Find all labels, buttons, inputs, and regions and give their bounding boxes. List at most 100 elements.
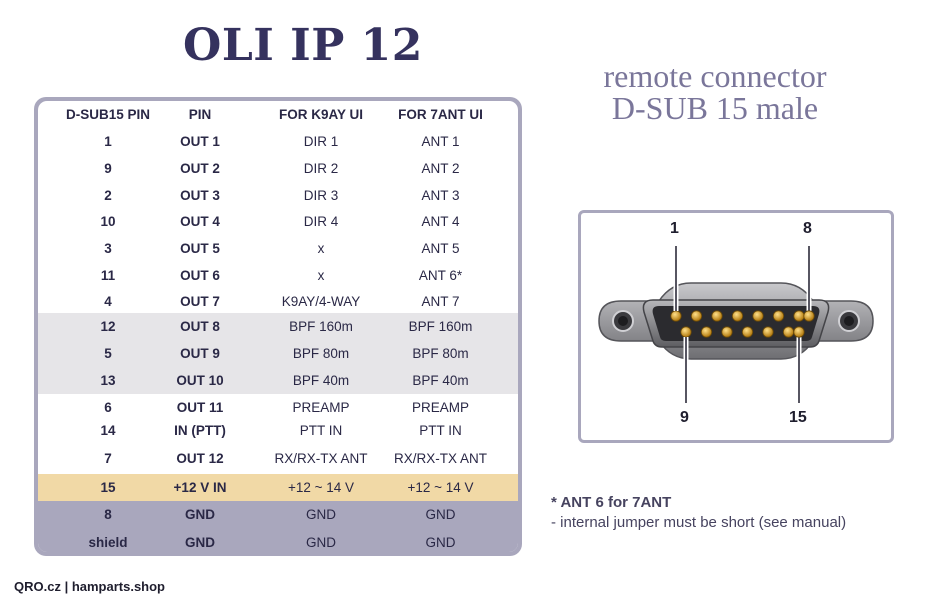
cell-7ant: GND bbox=[425, 534, 456, 550]
cell-7ant: ANT 1 bbox=[421, 134, 460, 149]
cell-dsub-pin: 10 bbox=[100, 214, 116, 229]
cell-k9ay: DIR 3 bbox=[303, 188, 339, 203]
subtitle-line-2: D-SUB 15 male bbox=[611, 90, 819, 126]
table-row: 6 OUT 11 PREAMP PREAMP bbox=[38, 394, 518, 421]
cell-dsub-pin: 8 bbox=[104, 507, 112, 522]
cell-k9ay: x bbox=[317, 268, 325, 283]
cell-7ant: ANT 7 bbox=[421, 294, 460, 309]
cell-dsub-pin: 1 bbox=[104, 134, 112, 149]
table-row: 12 OUT 8 BPF 160m BPF 160m bbox=[38, 313, 518, 340]
cell-k9ay: BPF 80m bbox=[292, 346, 350, 361]
pinout-table: D-SUB15 PIN PIN FOR K9AY UI FOR 7ANT UI … bbox=[38, 101, 518, 552]
cell-k9ay: PREAMP bbox=[292, 400, 350, 415]
cell-k9ay: BPF 160m bbox=[289, 319, 353, 334]
cell-7ant: ANT 5 bbox=[421, 241, 460, 256]
pin-label-1: 1 bbox=[670, 220, 679, 237]
connector-diagram: 1 8 9 15 bbox=[578, 210, 894, 443]
cell-pin: OUT 10 bbox=[176, 373, 224, 388]
table-row-ground: 8 GND GND GND bbox=[38, 501, 518, 528]
connector-subtitle: remote connector D-SUB 15 male bbox=[560, 60, 870, 124]
footer-credits: QRO.cz | hamparts.shop bbox=[14, 579, 165, 594]
cell-k9ay: K9AY/4-WAY bbox=[281, 294, 361, 309]
cell-pin: IN (PTT) bbox=[174, 423, 226, 438]
table-row: 13 OUT 10 BPF 40m BPF 40m bbox=[38, 367, 518, 394]
cell-pin: OUT 1 bbox=[180, 134, 220, 149]
cell-pin: OUT 9 bbox=[180, 346, 220, 361]
cell-dsub-pin: 6 bbox=[104, 400, 112, 415]
page-title: OLI IP 12 bbox=[183, 20, 423, 71]
table-row: 3 OUT 5 x ANT 5 bbox=[38, 235, 518, 262]
pin-label-9: 9 bbox=[680, 409, 689, 426]
footnote-line-2: - internal jumper must be short (see man… bbox=[551, 514, 847, 531]
table-header-row: D-SUB15 PIN PIN FOR K9AY UI FOR 7ANT UI bbox=[38, 101, 518, 128]
cell-7ant: ANT 4 bbox=[421, 214, 460, 229]
table-row: 7 OUT 12 RX/RX-TX ANT RX/RX-TX ANT bbox=[38, 445, 518, 472]
cell-pin: OUT 8 bbox=[180, 319, 220, 334]
cell-k9ay: GND bbox=[306, 507, 336, 522]
cell-pin: OUT 2 bbox=[180, 161, 220, 176]
cell-k9ay: GND bbox=[306, 534, 336, 550]
table-row: 9 OUT 2 DIR 2 ANT 2 bbox=[38, 155, 518, 182]
table-row: 5 OUT 9 BPF 80m BPF 80m bbox=[38, 340, 518, 367]
cell-k9ay: BPF 40m bbox=[292, 373, 350, 388]
cell-pin: OUT 5 bbox=[180, 241, 220, 256]
cell-dsub-pin: 14 bbox=[100, 423, 116, 438]
header-pin: PIN bbox=[188, 107, 212, 122]
table-row: 10 OUT 4 DIR 4 ANT 4 bbox=[38, 208, 518, 235]
cell-7ant: PTT IN bbox=[419, 423, 462, 438]
pin-label-15: 15 bbox=[789, 409, 807, 426]
pin-row-bottom bbox=[680, 326, 795, 338]
table-row: 1 OUT 1 DIR 1 ANT 1 bbox=[38, 128, 518, 155]
cell-k9ay: x bbox=[317, 241, 325, 256]
cell-pin: OUT 3 bbox=[180, 188, 220, 203]
cell-dsub-pin: 9 bbox=[104, 161, 112, 176]
footnote: * ANT 6 for 7ANT - internal jumper must … bbox=[551, 493, 846, 533]
cell-7ant: BPF 80m bbox=[412, 346, 469, 361]
cell-7ant: +12 ~ 14 V bbox=[407, 480, 474, 495]
table-row: 2 OUT 3 DIR 3 ANT 3 bbox=[38, 182, 518, 209]
cell-pin: GND bbox=[185, 534, 215, 550]
table-row-ground: shield GND GND GND bbox=[38, 528, 518, 552]
cell-dsub-pin: 15 bbox=[100, 480, 116, 495]
cell-pin: OUT 4 bbox=[180, 214, 220, 229]
dsub15-connector-illustration bbox=[598, 246, 874, 403]
cell-7ant: PREAMP bbox=[411, 400, 469, 415]
cell-dsub-pin: shield bbox=[88, 534, 128, 550]
cell-k9ay: RX/RX-TX ANT bbox=[274, 451, 368, 466]
cell-pin: OUT 11 bbox=[176, 400, 224, 415]
cell-dsub-pin: 11 bbox=[100, 268, 116, 283]
header-k9ay: FOR K9AY UI bbox=[278, 107, 364, 122]
cell-pin: OUT 6 bbox=[180, 268, 220, 283]
table-row: 11 OUT 6 x ANT 6* bbox=[38, 262, 518, 289]
cell-7ant: BPF 160m bbox=[408, 319, 473, 334]
pin-label-8: 8 bbox=[803, 220, 812, 237]
cell-7ant: ANT 6* bbox=[418, 268, 463, 283]
cell-k9ay: DIR 2 bbox=[303, 161, 339, 176]
pinout-table-frame: D-SUB15 PIN PIN FOR K9AY UI FOR 7ANT UI … bbox=[34, 97, 522, 556]
cell-dsub-pin: 7 bbox=[104, 451, 112, 466]
cell-7ant: BPF 40m bbox=[412, 373, 469, 388]
cell-k9ay: DIR 1 bbox=[303, 134, 339, 149]
cell-k9ay: DIR 4 bbox=[303, 214, 339, 229]
table-row: 14 IN (PTT) PTT IN PTT IN bbox=[38, 417, 518, 444]
table-row: 4 OUT 7 K9AY/4-WAY ANT 7 bbox=[38, 288, 518, 315]
cell-k9ay: PTT IN bbox=[299, 423, 343, 438]
cell-dsub-pin: 5 bbox=[104, 346, 112, 361]
cell-dsub-pin: 3 bbox=[104, 241, 112, 256]
cell-pin: OUT 7 bbox=[180, 294, 220, 309]
header-7ant: FOR 7ANT UI bbox=[398, 107, 483, 122]
cell-7ant: RX/RX-TX ANT bbox=[393, 451, 487, 466]
cell-dsub-pin: 13 bbox=[100, 373, 116, 388]
cell-dsub-pin: 4 bbox=[104, 294, 112, 309]
cell-dsub-pin: 2 bbox=[104, 188, 112, 203]
cell-7ant: ANT 2 bbox=[421, 161, 460, 176]
cell-pin: OUT 12 bbox=[176, 451, 224, 466]
cell-7ant: ANT 3 bbox=[421, 188, 460, 203]
pin-row-top bbox=[670, 310, 805, 322]
footnote-line-1: * ANT 6 for 7ANT bbox=[551, 494, 672, 511]
header-dsub-pin: D-SUB15 PIN bbox=[65, 107, 151, 122]
cell-dsub-pin: 12 bbox=[100, 319, 116, 334]
subtitle-line-1: remote connector bbox=[603, 58, 827, 94]
cell-7ant: GND bbox=[425, 507, 456, 522]
cell-pin: GND bbox=[185, 507, 215, 522]
